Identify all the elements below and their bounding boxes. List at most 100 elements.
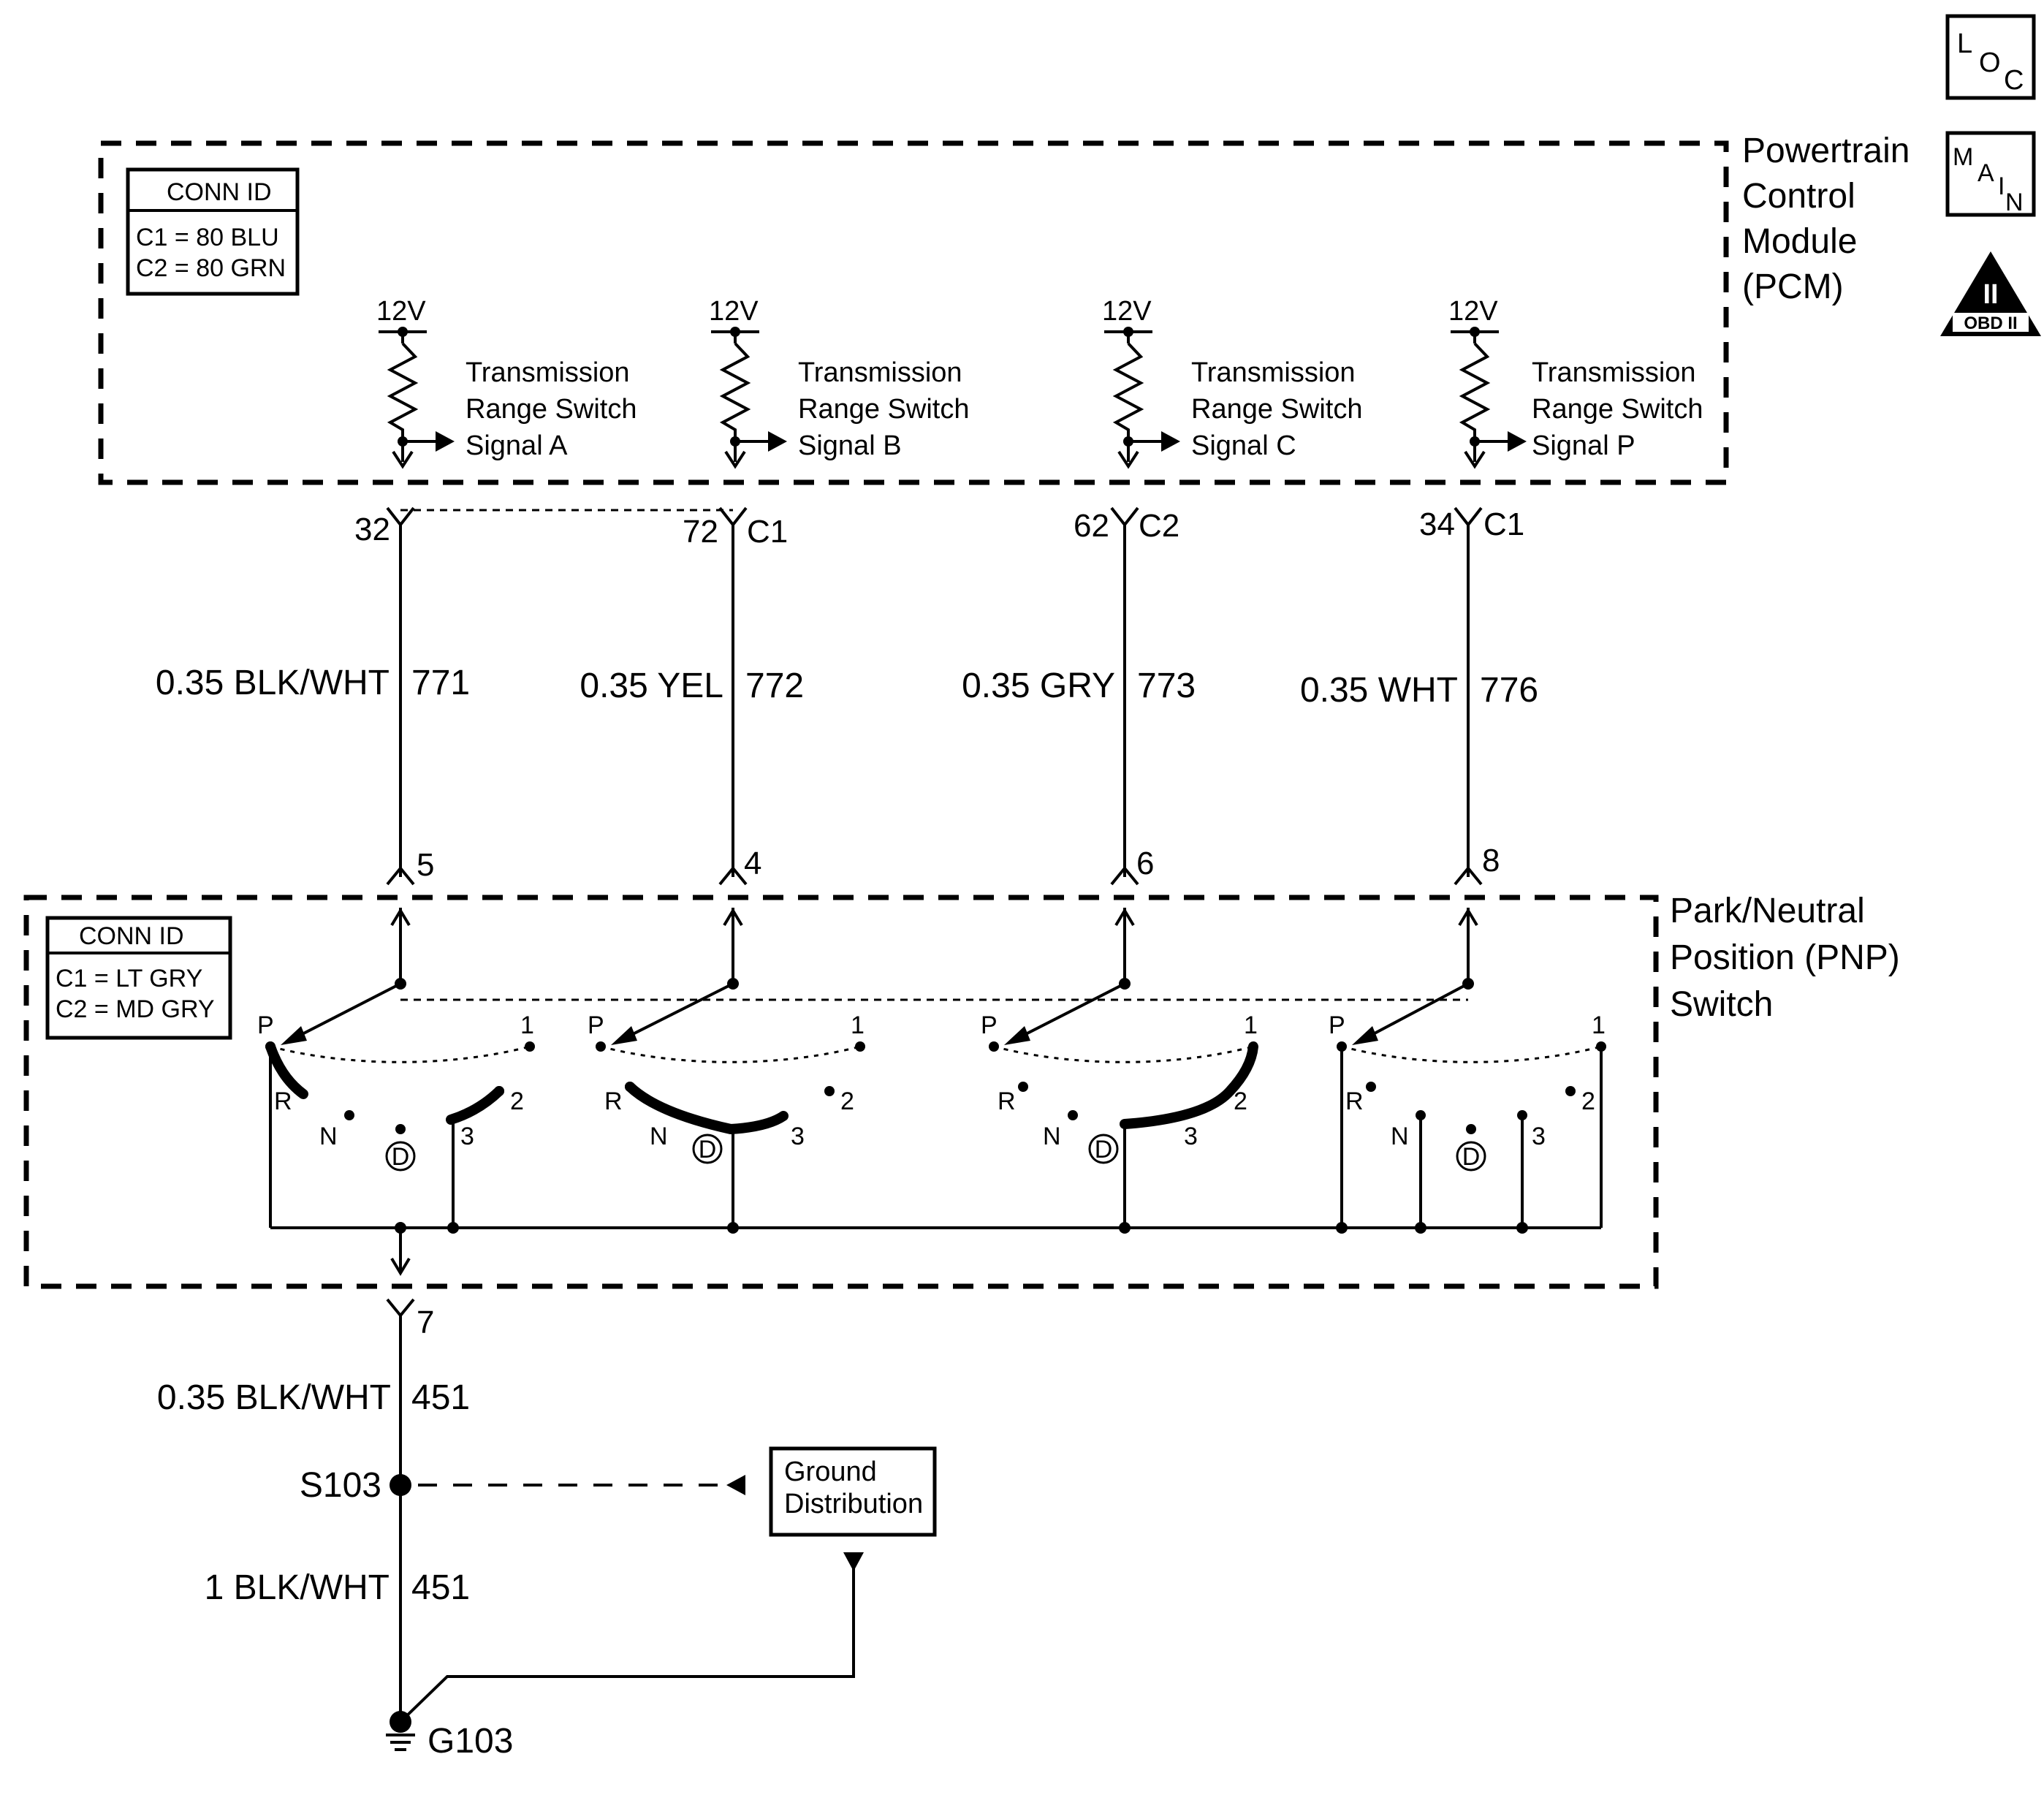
- position-label: P: [588, 1011, 604, 1039]
- wire-spec: 0.35 YEL: [580, 667, 723, 705]
- wire-776-label: 0.35 WHT 776: [1300, 671, 1538, 710]
- pcm-signal-p: 12V Transmission Range Switch Signal P: [1448, 296, 1703, 469]
- svg-text:O: O: [1979, 48, 2001, 78]
- pnp-ground-bus: [270, 1222, 1601, 1276]
- obd-ii-icon[interactable]: II OBD II: [1940, 251, 2041, 336]
- svg-text:Powertrain: Powertrain: [1742, 132, 1910, 170]
- pcm-signal-b: 12V Transmission Range Switch Signal B: [709, 296, 969, 469]
- svg-text:Transmission: Transmission: [1191, 357, 1356, 388]
- ground-distribution-box[interactable]: Ground Distribution: [399, 1446, 937, 1723]
- splice-s103: S103: [300, 1466, 745, 1505]
- position-label: D: [392, 1143, 410, 1171]
- position-label: 2: [1581, 1087, 1595, 1115]
- pnp-conn-id-row: C1 = LT GRY: [56, 965, 202, 992]
- svg-text:Signal A: Signal A: [466, 430, 568, 461]
- svg-text:C: C: [2004, 65, 2024, 96]
- position-label: 3: [1184, 1123, 1198, 1150]
- position-label: P: [981, 1011, 998, 1039]
- wires: [399, 525, 1470, 877]
- position-label: P: [1329, 1011, 1345, 1039]
- wire-circuit: 771: [411, 664, 470, 702]
- pcm-signal-c: 12V Transmission Range Switch Signal C: [1102, 296, 1362, 469]
- wire-circuit: 772: [745, 667, 804, 705]
- position-label: 3: [791, 1123, 805, 1150]
- ground-label: G103: [428, 1722, 513, 1761]
- svg-text:L: L: [1957, 29, 1972, 59]
- pcm-connector: C1: [747, 514, 788, 550]
- svg-text:Module: Module: [1742, 222, 1857, 261]
- splice-label: S103: [300, 1466, 381, 1505]
- svg-text:Switch: Switch: [1670, 985, 1773, 1024]
- svg-text:Range Switch: Range Switch: [798, 394, 969, 425]
- obd-label: OBD II: [1964, 314, 2017, 333]
- pnp-pin: 4: [744, 846, 761, 881]
- switch-p: P R N D 3 2 1: [1329, 908, 1606, 1228]
- svg-text:Ground: Ground: [784, 1457, 877, 1487]
- pnp-boundary: [23, 895, 1659, 1289]
- svg-text:I: I: [1998, 172, 2005, 200]
- svg-text:Signal B: Signal B: [798, 430, 902, 461]
- wire-circuit: 776: [1480, 671, 1538, 710]
- pcm-boundary: [98, 140, 1729, 485]
- voltage-label: 12V: [1102, 296, 1152, 327]
- pnp-pin: 6: [1136, 846, 1154, 881]
- svg-text:Range Switch: Range Switch: [466, 394, 637, 425]
- position-label: R: [274, 1087, 292, 1115]
- svg-text:Transmission: Transmission: [798, 357, 962, 388]
- ground-wire-2-label: 1 BLK/WHT 451: [205, 1568, 470, 1607]
- wire-spec: 0.35 WHT: [1300, 671, 1458, 710]
- svg-text:Range Switch: Range Switch: [1191, 394, 1362, 425]
- pcm-pin: 72: [683, 514, 718, 550]
- pcm-connector: C1: [1483, 506, 1524, 542]
- position-label: D: [699, 1136, 717, 1163]
- position-label: N: [650, 1123, 668, 1150]
- svg-text:A: A: [1977, 159, 1994, 187]
- pcm-signal-a: 12V Transmission Range Switch Signal A: [376, 296, 637, 469]
- position-label: N: [1391, 1123, 1409, 1150]
- wire-773-label: 0.35 GRY 773: [962, 667, 1196, 705]
- svg-text:Transmission: Transmission: [466, 357, 630, 388]
- obd-numeral: II: [1983, 279, 1998, 310]
- position-label: 1: [1592, 1011, 1606, 1039]
- pnp-pin: 8: [1482, 843, 1500, 878]
- pnp-conn-id-header: CONN ID: [79, 922, 184, 950]
- position-label: 1: [520, 1011, 534, 1039]
- switch-a: P R N D 3 2 1: [257, 908, 535, 1228]
- svg-text:Signal P: Signal P: [1532, 430, 1635, 461]
- main-icon[interactable]: M A I N: [1945, 131, 2036, 217]
- position-label: 3: [1532, 1123, 1546, 1150]
- position-label: 2: [840, 1087, 854, 1115]
- position-label: D: [1462, 1143, 1481, 1171]
- svg-text:Range Switch: Range Switch: [1532, 394, 1703, 425]
- voltage-label: 12V: [376, 296, 426, 327]
- svg-text:Control: Control: [1742, 177, 1855, 216]
- position-label: R: [998, 1087, 1016, 1115]
- pnp-ground-pin: 7: [386, 1298, 434, 1340]
- position-label: D: [1095, 1136, 1113, 1163]
- voltage-label: 12V: [709, 296, 759, 327]
- pcm-pin: 34: [1419, 506, 1455, 542]
- switch-c: P R N D 3 2 1: [981, 908, 1258, 1228]
- ground-g103: G103: [386, 1711, 513, 1761]
- voltage-label: 12V: [1448, 296, 1498, 327]
- position-label: 1: [1244, 1011, 1258, 1039]
- wire-circuit: 451: [411, 1378, 470, 1417]
- switch-b: P R N D 3 2 1: [588, 908, 865, 1228]
- pnp-pin: 5: [417, 847, 434, 883]
- wire-spec: 0.35 GRY: [962, 667, 1115, 705]
- pcm-pin: 62: [1074, 508, 1109, 544]
- svg-text:Signal C: Signal C: [1191, 430, 1296, 461]
- pnp-connector-pins: 5 4 6 8: [386, 843, 1500, 886]
- svg-text:(PCM): (PCM): [1742, 267, 1844, 306]
- position-label: 1: [851, 1011, 865, 1039]
- pnp-conn-id-box: CONN ID C1 = LT GRY C2 = MD GRY: [45, 916, 232, 1040]
- pcm-connector: C2: [1139, 508, 1179, 544]
- wire-771-label: 0.35 BLK/WHT 771: [156, 664, 470, 702]
- pnp-pin: 7: [417, 1305, 434, 1340]
- position-label: 3: [460, 1123, 474, 1150]
- loc-icon[interactable]: L O C: [1945, 14, 2036, 100]
- wire-spec: 0.35 BLK/WHT: [157, 1378, 391, 1417]
- svg-text:Park/Neutral: Park/Neutral: [1670, 892, 1865, 930]
- svg-text:N: N: [2005, 189, 2024, 216]
